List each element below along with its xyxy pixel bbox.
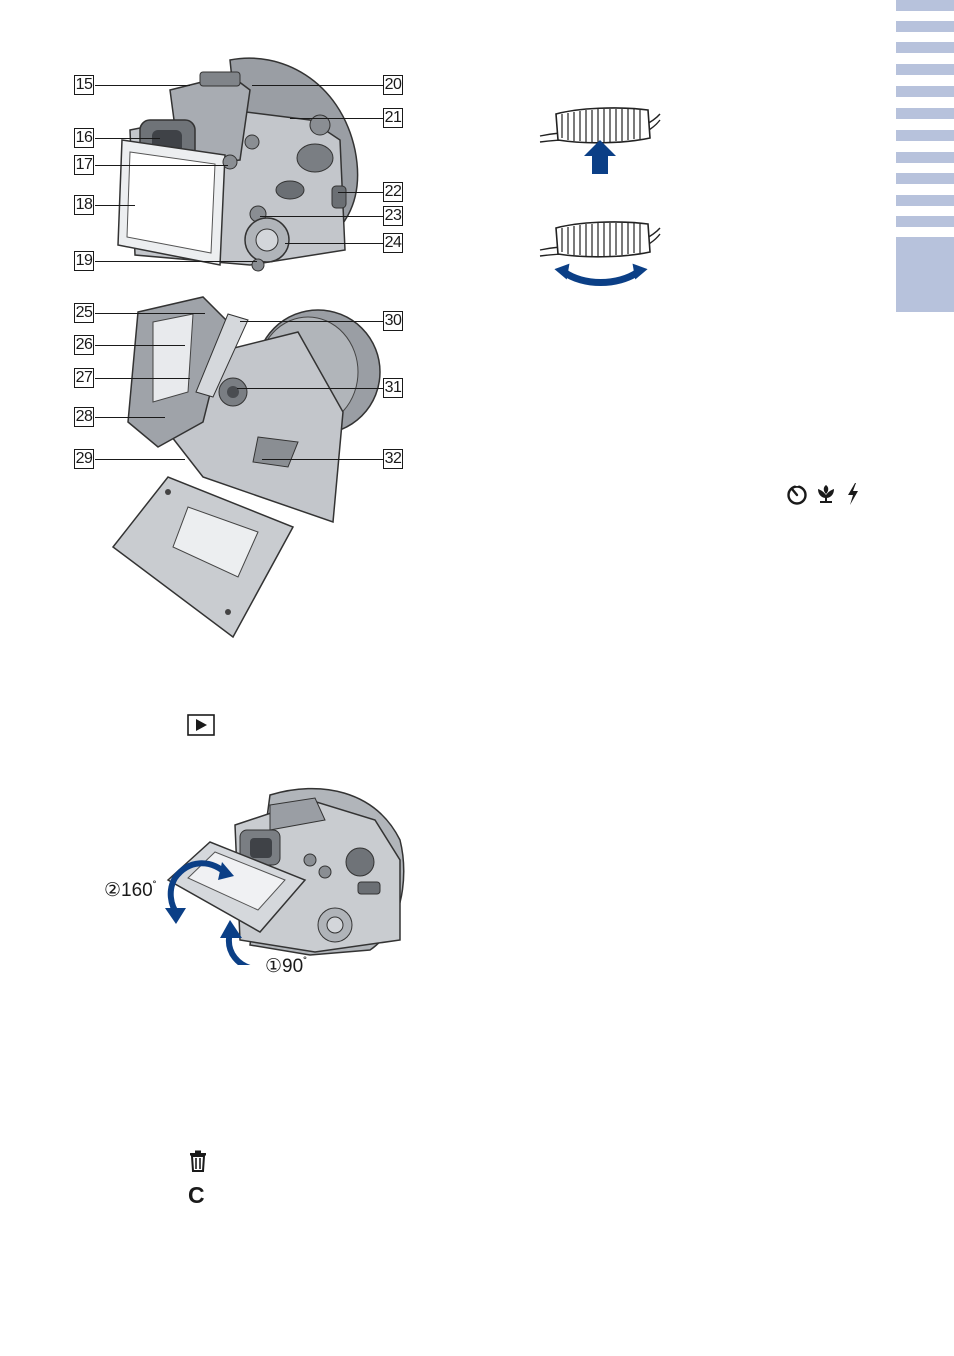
index-tab[interactable]: [896, 21, 954, 32]
callout-number: 20: [383, 75, 403, 95]
index-tab[interactable]: [896, 64, 954, 75]
callout-number: 32: [383, 449, 403, 469]
callout-number: 25: [74, 303, 94, 323]
index-tab[interactable]: [896, 42, 954, 53]
index-tab[interactable]: [896, 173, 954, 184]
custom-c-button-label: C: [188, 1182, 205, 1209]
playback-icon: [187, 714, 215, 736]
camera-tilt-lcd-illustration: [160, 780, 410, 965]
callout-number: 19: [74, 251, 94, 271]
index-tab[interactable]: [896, 0, 954, 11]
callout-number: 27: [74, 368, 94, 388]
callout-number: 26: [74, 335, 94, 355]
callout-number: 22: [383, 182, 403, 202]
callout-number: 28: [74, 407, 94, 427]
callout-number: 21: [383, 108, 403, 128]
index-tab[interactable]: [896, 195, 954, 206]
index-tab-active[interactable]: [896, 237, 954, 312]
index-tab[interactable]: [896, 86, 954, 97]
callout-number: 23: [383, 206, 403, 226]
macro-icon: [814, 481, 838, 505]
index-tab[interactable]: [896, 152, 954, 163]
self-timer-icon: [785, 482, 809, 506]
callout-number: 16: [74, 128, 94, 148]
index-tab[interactable]: [896, 108, 954, 119]
callout-number: 18: [74, 195, 94, 215]
callout-number: 30: [383, 311, 403, 331]
dial-rotate-illustration: [538, 214, 663, 294]
flash-icon: [845, 482, 861, 506]
rotation-160-label: ②160˚: [104, 879, 157, 902]
dial-push-illustration: [538, 100, 663, 180]
index-tab[interactable]: [896, 216, 954, 227]
rotation-90-label: ①90˚: [265, 955, 307, 978]
callout-number: 17: [74, 155, 94, 175]
index-tab[interactable]: [896, 130, 954, 141]
callout-number: 29: [74, 449, 94, 469]
callout-number: 31: [383, 378, 403, 398]
callout-number: 24: [383, 233, 403, 253]
callout-number: 15: [74, 75, 94, 95]
trash-icon: [188, 1150, 208, 1172]
